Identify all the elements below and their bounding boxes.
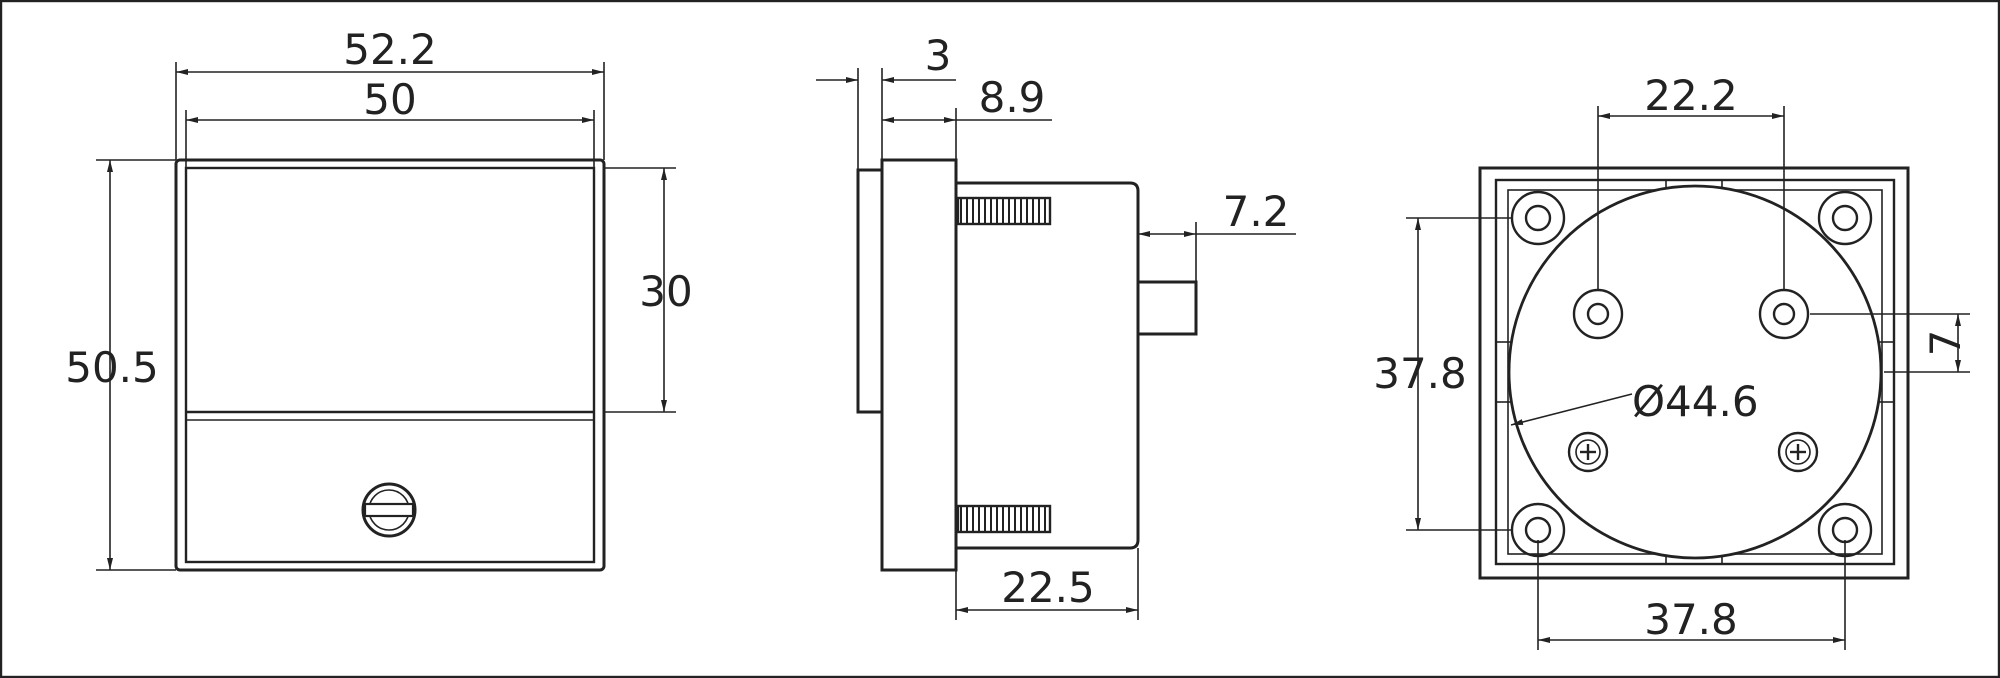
dim-width-outer: 52.2 (343, 25, 437, 74)
rear-outer-frame (1478, 166, 1910, 580)
rear-view: 22.2 37.8 37.8 Ø44.6 7 (1373, 71, 1970, 650)
side-body (956, 181, 1140, 550)
side-flange (856, 168, 884, 414)
dim-body-depth: 22.5 (1001, 563, 1095, 612)
dim-width-inner: 50 (363, 75, 416, 124)
threaded-stud-top (956, 196, 1052, 226)
dim-leader-diameter (1510, 393, 1633, 426)
front-view: 52.2 50 50.5 30 (65, 25, 693, 572)
screw-right-icon (1777, 431, 1819, 473)
dim-depth-front: 8.9 (979, 73, 1046, 122)
dim-stud: 7.2 (1223, 187, 1290, 236)
mounting-hole-top-left (1510, 190, 1566, 246)
threaded-stud-bottom (956, 504, 1052, 534)
zero-adjust-screw-icon (361, 482, 417, 538)
front-bezel (174, 158, 606, 572)
side-bezel (880, 158, 958, 572)
dim-height-outer: 50.5 (65, 343, 159, 392)
dim-diameter: Ø44.6 (1632, 377, 1759, 426)
dim-flange: 3 (925, 31, 952, 80)
side-view: 3 8.9 7.2 22.5 (816, 31, 1296, 620)
screw-left-icon (1567, 431, 1609, 473)
dim-hole-spacing-v: 37.8 (1373, 349, 1467, 398)
mounting-hole-top-right (1817, 190, 1873, 246)
dim-window-height: 30 (639, 267, 692, 316)
front-face (184, 166, 596, 564)
dim-offset: 7 (1921, 330, 1970, 357)
terminal-stud (1136, 280, 1198, 336)
dim-hole-spacing-h: 37.8 (1644, 595, 1738, 644)
dim-terminal-spacing: 22.2 (1644, 71, 1738, 120)
meter-body-circle (1507, 184, 1883, 560)
